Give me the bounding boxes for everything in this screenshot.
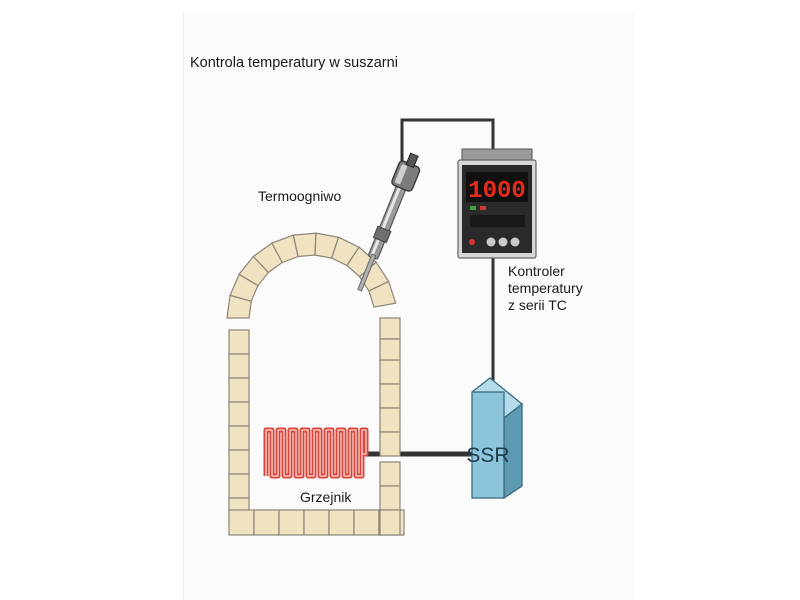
background-panel [183, 12, 634, 600]
heater-coil [263, 427, 369, 479]
brick [278, 509, 305, 536]
arch-brick [368, 280, 397, 308]
controller-button-2 [498, 237, 508, 247]
wire-thermocouple-to-controller [400, 118, 495, 163]
brick [379, 461, 401, 487]
heater-label: Grzejnik [300, 489, 352, 505]
ssr-relay: SSR [466, 377, 524, 500]
controller-button-1 [486, 237, 496, 247]
brick [379, 383, 401, 409]
thermocouple-label: Termoogniwo [258, 188, 342, 204]
controller-display-value: 1000 [468, 178, 526, 205]
brick [379, 509, 401, 536]
brick [379, 359, 401, 385]
brick [303, 509, 330, 536]
controller-label-line-3: z serii TC [508, 297, 567, 313]
brick [379, 485, 401, 511]
brick [353, 509, 380, 536]
thermocouple-probe [357, 152, 421, 292]
brick [379, 338, 401, 361]
brick [228, 377, 250, 403]
brick [228, 329, 250, 355]
controller-led [469, 239, 475, 245]
arch-brick [292, 232, 317, 258]
controller-label: Kontroler temperatury z serii TC [508, 263, 618, 314]
brick [379, 407, 401, 433]
page-title: Kontrola temperatury w suszarni [190, 55, 398, 71]
temperature-controller: 1000 [457, 148, 537, 259]
brick [379, 317, 401, 340]
brick [228, 509, 255, 536]
brick [228, 473, 250, 499]
furnace-brick-wall [226, 232, 405, 536]
brick [228, 353, 250, 379]
controller-button-3 [510, 237, 520, 247]
brick [228, 449, 250, 475]
controller-label-line-2: temperatury [508, 280, 583, 296]
ssr-label: SSR [466, 444, 509, 467]
brick [379, 431, 401, 457]
brick [228, 401, 250, 427]
brick [253, 509, 280, 536]
controller-label-line-1: Kontroler [508, 263, 565, 279]
brick [328, 509, 355, 536]
brick [228, 425, 250, 451]
